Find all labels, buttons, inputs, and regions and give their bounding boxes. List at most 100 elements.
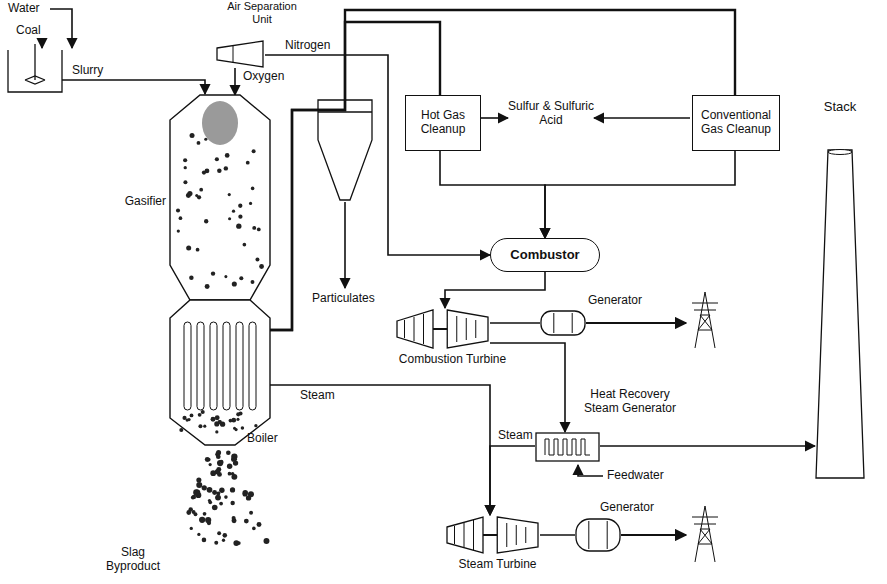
flow-connector: [270, 22, 440, 330]
slag-dot: [203, 512, 207, 516]
generator-drawing: [540, 310, 586, 336]
particle: [243, 243, 247, 247]
edge-label: Steam: [298, 389, 337, 403]
generator-band: [553, 313, 554, 333]
air-separation-unit: Air Separation Unit: [215, 40, 265, 68]
slag-dot: [226, 450, 231, 455]
particle: [252, 149, 256, 153]
particle: [236, 224, 241, 229]
slag-dot: [205, 457, 210, 462]
slag-dot: [252, 527, 256, 531]
text-label: Slag Byproduct: [98, 546, 168, 574]
boiler-tube: [236, 322, 243, 410]
slag-dot: [209, 463, 212, 466]
text-label: Slurry: [72, 64, 132, 78]
slag-dot: [197, 533, 200, 536]
slag-dot: [207, 458, 211, 462]
box-label: Combustor: [510, 248, 579, 263]
blade: [414, 317, 415, 341]
node-label: Steam Turbine: [445, 558, 550, 572]
node-label: Stack: [810, 100, 870, 115]
cyclone: [318, 100, 372, 200]
particle: [179, 216, 183, 220]
particle: [183, 158, 187, 162]
particle: [239, 276, 243, 280]
steam-turbine: Steam Turbine: [445, 515, 540, 555]
boiler: Boiler: [170, 300, 270, 445]
boiler-tube: [184, 322, 191, 410]
shaft: [433, 328, 447, 330]
flow-connector: [270, 10, 735, 330]
particle: [190, 133, 195, 138]
node-label: Heat Recovery Steam Generator: [575, 388, 685, 416]
stack-rim: [828, 150, 852, 155]
text-label: Particulates: [312, 292, 392, 306]
particle: [187, 191, 192, 196]
boiler-tube: [210, 322, 217, 410]
spray-plume: [202, 101, 238, 145]
blade: [456, 316, 457, 342]
slag-dot: [230, 487, 235, 492]
flow-connector: [270, 385, 490, 515]
particle: [198, 424, 202, 428]
particle: [257, 228, 261, 232]
particle: [218, 420, 222, 424]
edge-label: Oxygen: [241, 70, 286, 84]
particle: [238, 204, 242, 208]
node-label: Combustion Turbine: [390, 353, 515, 367]
slag-particles: [186, 450, 269, 546]
generator: Generator: [540, 310, 586, 336]
particle: [232, 281, 237, 286]
slag-dot: [228, 472, 232, 476]
blade: [516, 525, 517, 545]
particle: [176, 208, 180, 212]
generator: Generator: [575, 518, 621, 552]
particle: [204, 138, 207, 141]
particle: [218, 420, 222, 424]
flow-connector: [445, 272, 545, 308]
particle: [231, 418, 236, 423]
slag-dot: [219, 460, 224, 465]
blade: [506, 523, 507, 547]
particle: [228, 217, 231, 220]
turbine-drawing: [395, 308, 490, 350]
flow-connector: [490, 446, 535, 515]
flow-connector: [490, 322, 540, 324]
particle: [238, 215, 242, 219]
slag-dot: [188, 507, 192, 511]
slag-dot: [196, 477, 201, 482]
edge-label: Nitrogen: [283, 39, 332, 53]
turbine-drawing: [445, 515, 540, 555]
slag-dot: [196, 482, 202, 488]
slag-dot: [233, 460, 238, 465]
sulfur-arrow: [594, 117, 690, 119]
asu-drawing: [215, 40, 265, 68]
generator-band: [572, 313, 573, 333]
box-label: Conventional Gas Cleanup: [696, 109, 776, 137]
slag-dot: [227, 463, 232, 468]
boiler-tube: [197, 322, 204, 410]
slag-dot: [231, 474, 237, 480]
process-box: Conventional Gas Cleanup: [692, 95, 780, 151]
slag-dot: [217, 460, 223, 466]
gasifier: Gasifier: [170, 95, 270, 300]
feedwater-line: [578, 465, 603, 476]
slag-dot: [216, 450, 221, 455]
stack-drawing: [815, 150, 865, 478]
stack: Stack: [815, 150, 865, 478]
particle: [224, 275, 227, 278]
slag-dot: [207, 487, 213, 493]
text-label: Sulfur & Sulfuric Acid: [496, 100, 606, 128]
text-label: Water: [8, 2, 53, 16]
slag-dot: [212, 490, 217, 495]
slag-dot: [223, 533, 228, 538]
particle: [215, 157, 219, 161]
heat-recovery-steam-generator: Heat Recovery Steam Generator: [535, 432, 600, 462]
generator-drawing: [575, 518, 621, 552]
particle: [225, 153, 230, 158]
generator-band: [607, 521, 608, 549]
particle: [195, 194, 198, 197]
particulates-line: [344, 202, 346, 288]
node-label: Generator: [600, 501, 670, 515]
